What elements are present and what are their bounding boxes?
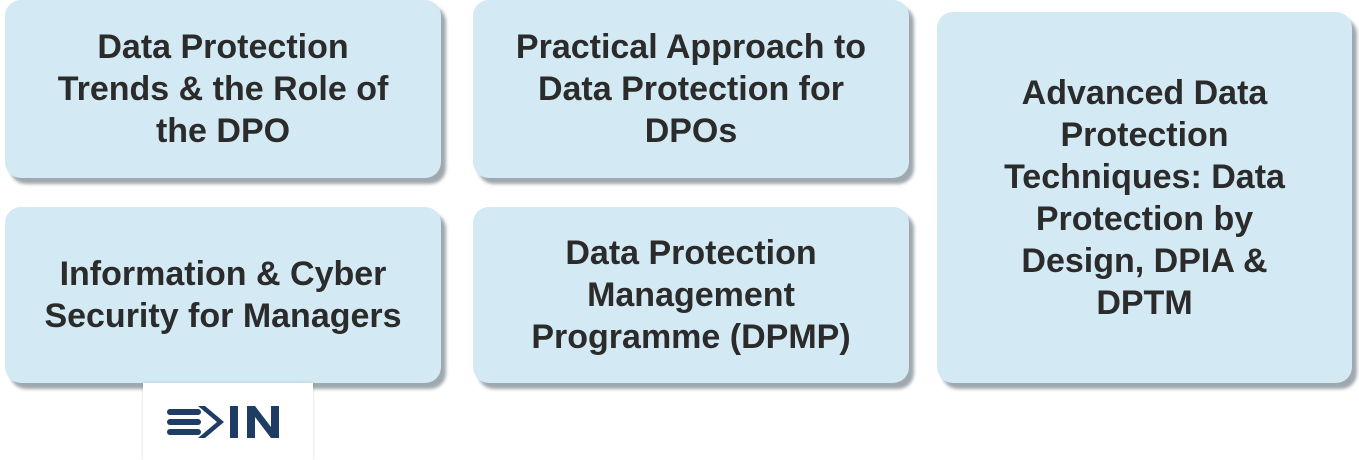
course-card-dpo-trends[interactable]: Data Protection Trends & the Role of the…	[5, 0, 441, 178]
course-card-title: Advanced Data Protection Techniques: Dat…	[1004, 73, 1285, 322]
exin-logo	[143, 383, 313, 460]
course-card-cyber-security[interactable]: Information & Cyber Security for Manager…	[5, 207, 441, 383]
course-card-title: Practical Approach to Data Protection fo…	[515, 28, 867, 150]
course-card-advanced-techniques[interactable]: Advanced Data Protection Techniques: Dat…	[937, 12, 1352, 383]
course-card-title: Data Protection Trends & the Role of the…	[57, 28, 389, 150]
course-card-practical-approach[interactable]: Practical Approach to Data Protection fo…	[473, 0, 909, 178]
course-card-dpmp[interactable]: Data Protection Management Programme (DP…	[473, 207, 909, 383]
course-card-title: Data Protection Management Programme (DP…	[531, 234, 851, 356]
exin-logo-mark	[167, 405, 279, 438]
course-card-title: Information & Cyber Security for Manager…	[44, 255, 402, 335]
